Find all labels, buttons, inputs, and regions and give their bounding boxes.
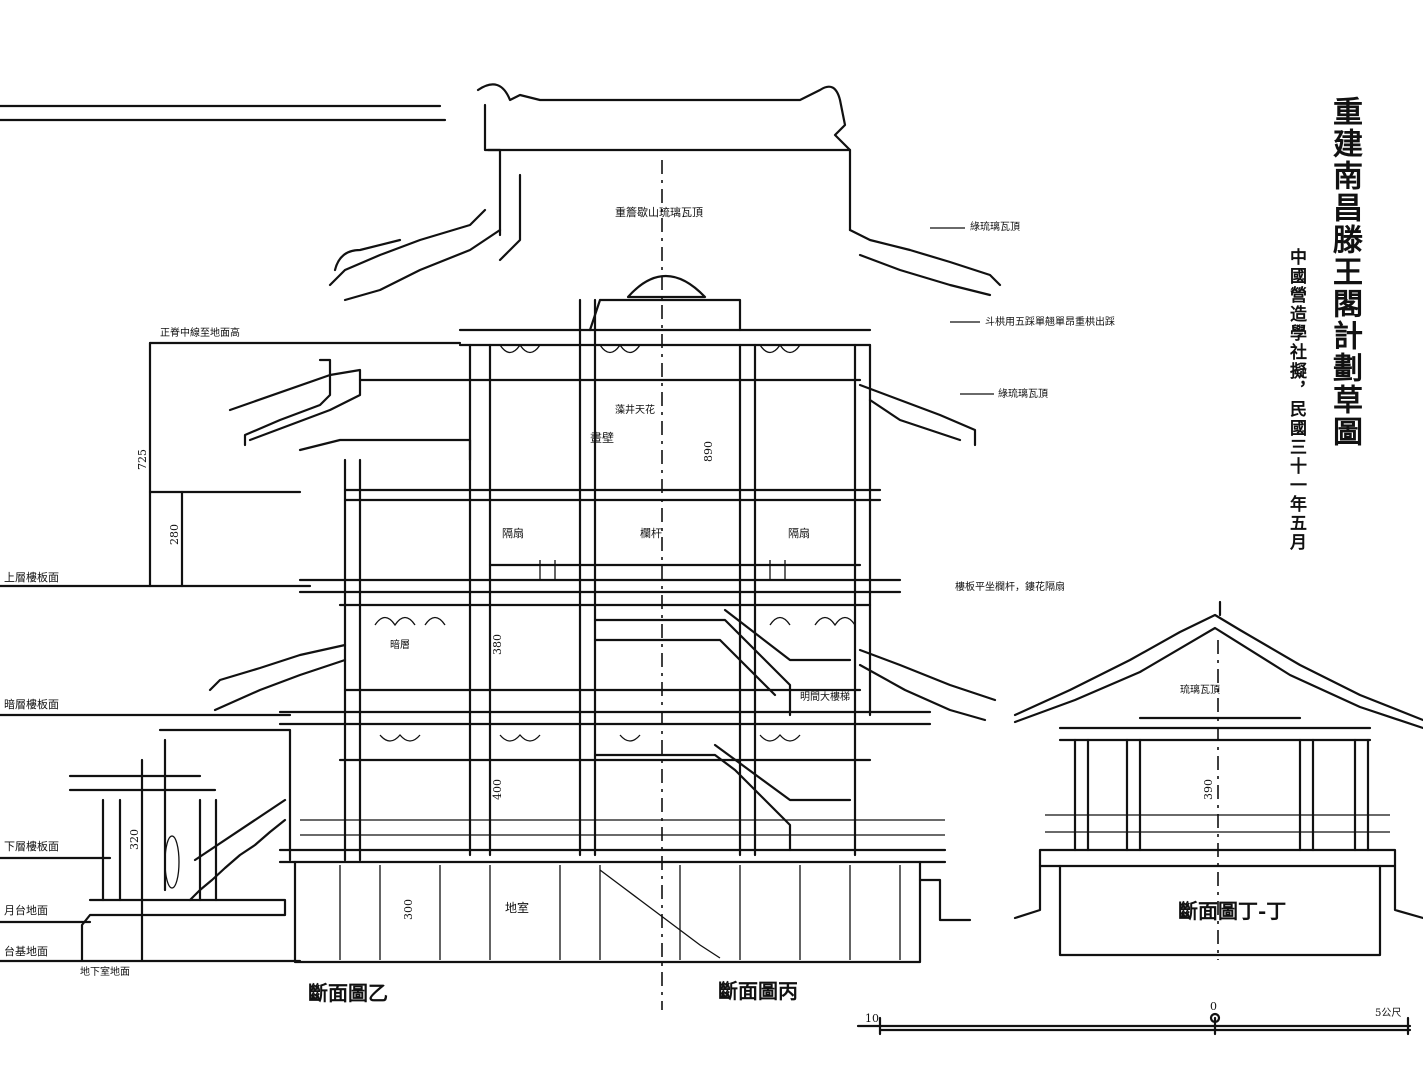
label-basement: 地室 (505, 900, 529, 915)
scale-label-mid: 0 (1210, 1000, 1217, 1013)
scale-bar (856, 1012, 1412, 1036)
label-hall-center: 畫壁 (590, 430, 614, 445)
section-ding-pavilion (1013, 600, 1423, 960)
label-lower-floor-left: 下層樓板面 (4, 839, 59, 853)
label-room-right: 隔扇 (788, 526, 810, 540)
drawing-credit: 中國營造學社擬，民國三十一年五月 (1286, 248, 1306, 552)
label-floor-right: 樓板平坐欄杆，鏤花隔扇 (955, 580, 1065, 593)
label-mid-level-left: 暗層樓板面 (4, 697, 59, 711)
dim-basement-height: 300 (402, 899, 415, 920)
label-ground-left: 月台地面 (4, 903, 48, 917)
scale-label-right: 5公尺 (1375, 1007, 1401, 1019)
label-ding-roof: 琉璃瓦頂 (1180, 683, 1220, 696)
scale-label-left: 10 (865, 1012, 879, 1025)
left-datum-lines (0, 104, 462, 963)
dim-total-height: 725 (136, 449, 149, 470)
dim-mid-height: 380 (491, 634, 504, 655)
dim-base-height: 320 (128, 829, 141, 850)
label-base-left2: 地下室地面 (80, 965, 130, 978)
section-title-ding: 斷面圖丁-丁 (1178, 899, 1286, 923)
dim-lower-height: 400 (491, 779, 504, 800)
label-top-roof-mid: 重簷歇山琉璃瓦頂 (615, 205, 703, 219)
section-title-yi: 斷面圖乙 (308, 981, 388, 1005)
label-mid-eave-right: 綠琉璃瓦頂 (998, 387, 1048, 400)
label-room-mid: 欄杆 (640, 526, 662, 540)
label-hall-center-top: 藻井天花 (615, 403, 655, 416)
label-upper-eave-right: 綠琉璃瓦頂 (970, 220, 1020, 233)
label-mezz-left: 暗層 (390, 638, 410, 651)
label-room-left: 隔扇 (502, 526, 524, 540)
dim-ding-height: 390 (1202, 779, 1215, 800)
section-yi-wing (68, 728, 292, 962)
drawing-title: 重建南昌滕王閣計劃草圖 (1327, 96, 1362, 448)
label-upper-level-left: 上層樓板面 (4, 570, 59, 584)
dim-upper-floor: 280 (168, 524, 181, 545)
section-title-bing: 斷面圖丙 (718, 979, 798, 1003)
label-stair-right: 明間大樓梯 (800, 690, 850, 703)
label-bracket-right: 斗栱用五踩單翹單昂重栱出踩 (985, 315, 1115, 328)
section-bing-tower (208, 83, 1002, 1010)
label-dim-top-left: 正脊中線至地面高 (160, 326, 240, 339)
dim-hall-height: 890 (702, 441, 715, 462)
label-base-left: 台基地面 (4, 944, 48, 958)
